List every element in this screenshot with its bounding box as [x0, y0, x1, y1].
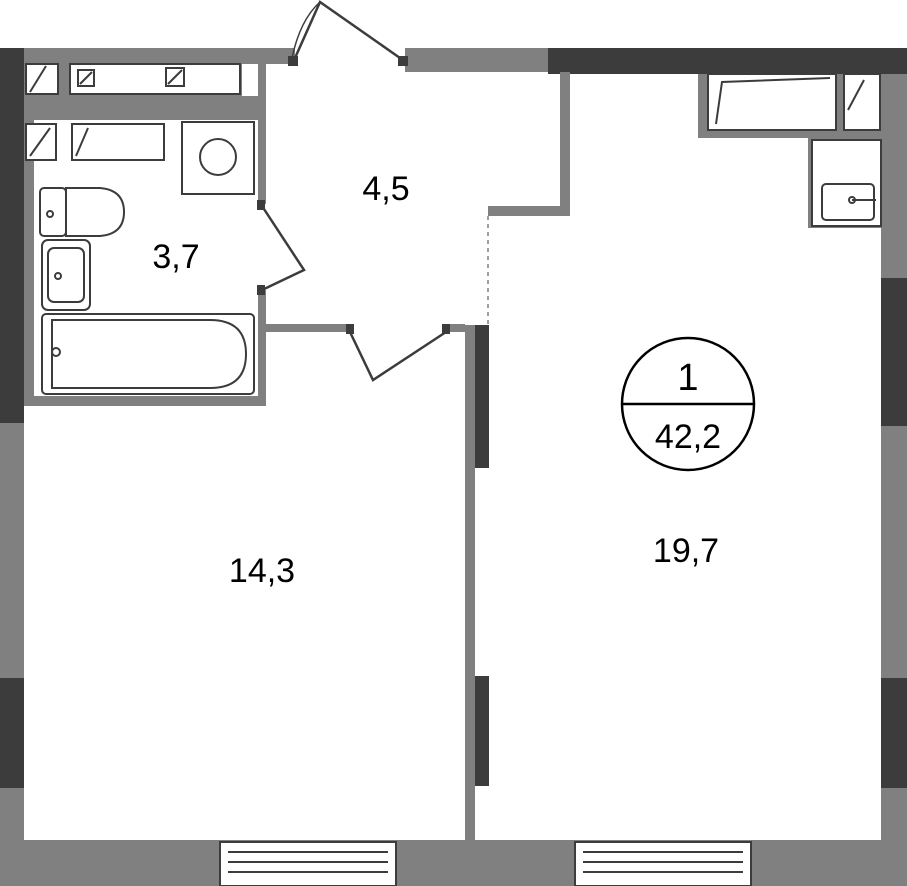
interior-walls	[24, 56, 570, 840]
doors	[260, 0, 447, 382]
apartment-badge: 1 42,2	[620, 336, 756, 472]
kitchen-fixtures	[698, 73, 882, 228]
kitchen-sink	[821, 183, 875, 221]
bathroom-fixtures	[39, 121, 255, 395]
bedroom-door	[348, 330, 447, 382]
windows	[219, 841, 752, 886]
badge-total-area: 42,2	[655, 418, 721, 456]
badge-room-count: 1	[677, 357, 698, 399]
room-area-bedroom: 14,3	[229, 552, 295, 590]
outer-walls	[0, 48, 907, 886]
toilet-bowl	[65, 187, 126, 237]
living-window	[574, 841, 752, 886]
storage-shelves	[24, 63, 242, 161]
room-area-bathroom: 3,7	[152, 238, 199, 276]
room-area-living-kitchen: 19,7	[653, 532, 719, 570]
room-area-hallway: 4,5	[362, 170, 409, 208]
bedroom-window	[219, 841, 397, 886]
entrance-door	[293, 0, 401, 60]
bathroom-door	[260, 205, 306, 292]
